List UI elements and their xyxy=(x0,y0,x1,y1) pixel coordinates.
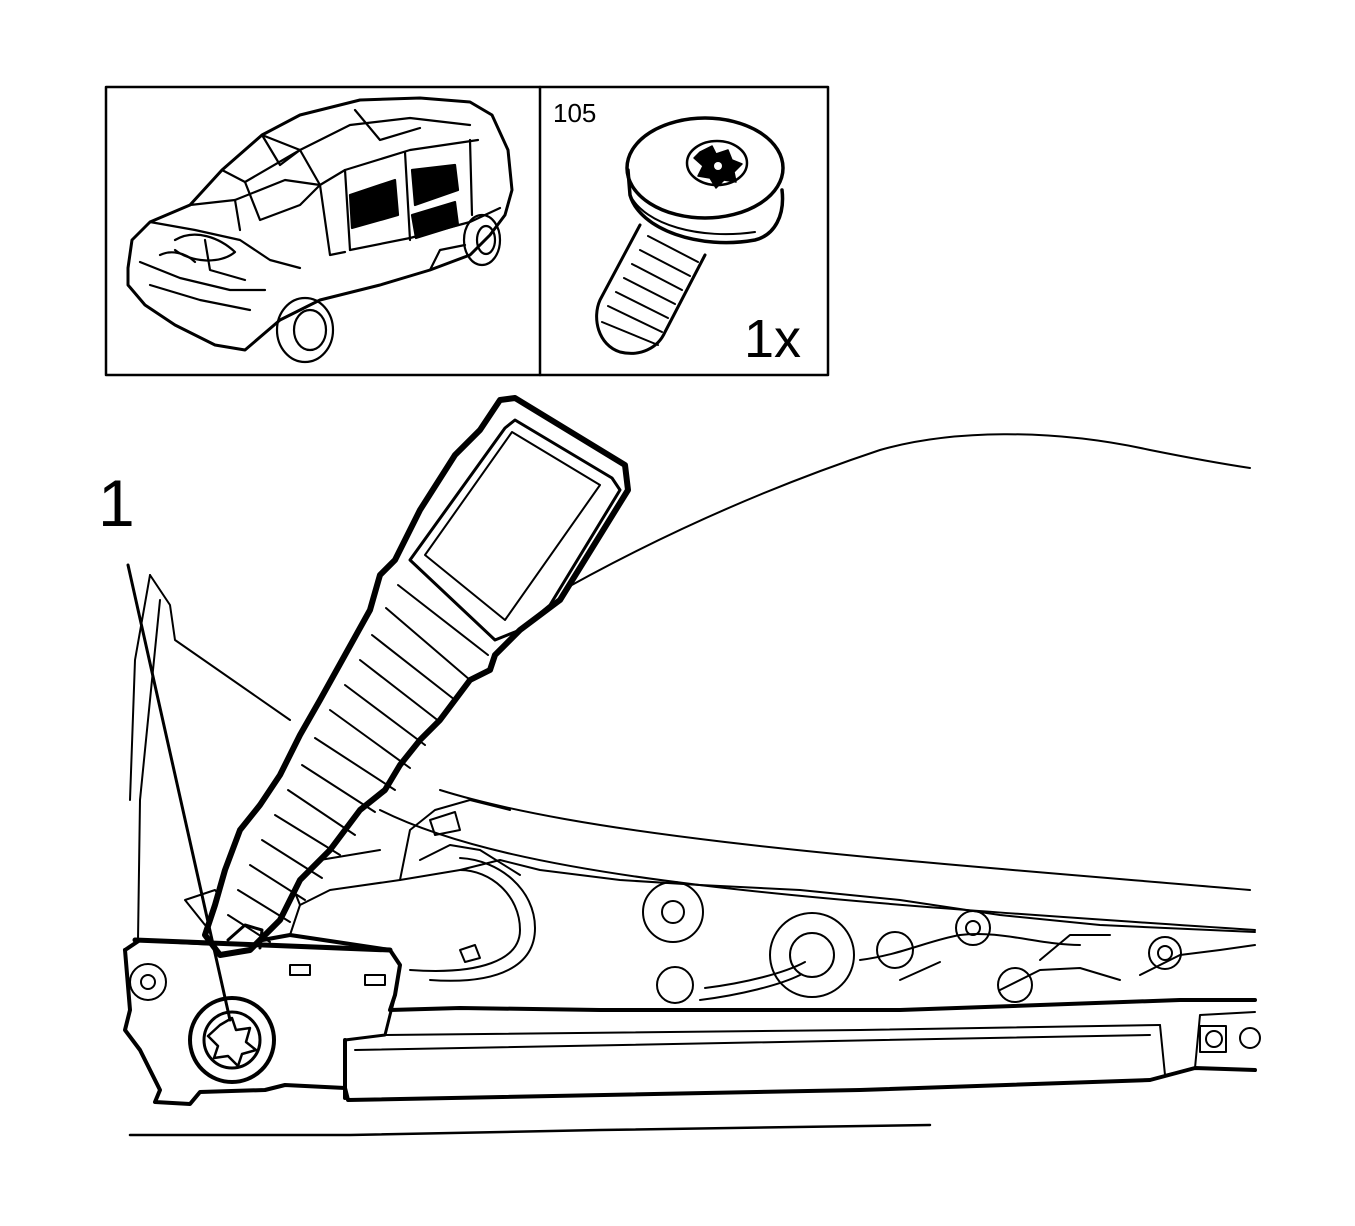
callout-leader-line xyxy=(126,563,232,1022)
parts-panel xyxy=(104,85,830,377)
callout-number-1: 1 xyxy=(98,466,135,540)
torx-bolt-icon xyxy=(595,116,785,355)
car-outline-icon xyxy=(126,96,514,364)
seat-belt-buckle-icon xyxy=(132,395,631,958)
seat-rail xyxy=(123,433,1261,1137)
quantity-label: 1x xyxy=(744,309,802,369)
part-number: 105 xyxy=(553,98,597,128)
torx-bolt-head-icon xyxy=(188,996,276,1084)
